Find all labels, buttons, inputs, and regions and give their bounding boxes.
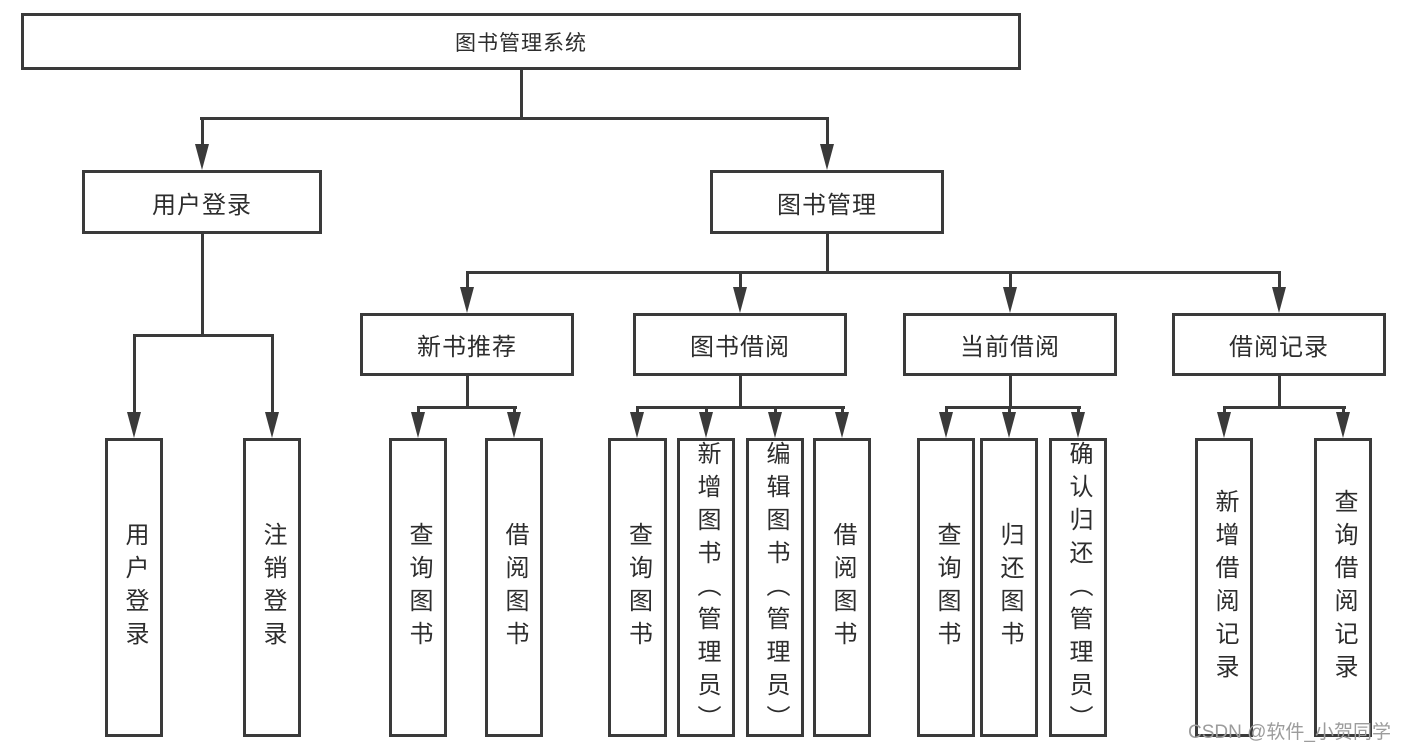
leaf-user-login: 用户登录: [105, 438, 163, 737]
arrow-down-icon: [127, 412, 141, 438]
connector-drop-leaf: [271, 334, 274, 414]
node-label: 图书管理系统: [455, 31, 587, 55]
arrow-down-icon: [630, 412, 644, 438]
connector-user-login-rail: [133, 334, 274, 337]
connector-drop-leaf: [636, 406, 639, 415]
connector-new-book-rail: [417, 406, 517, 409]
arrow-down-icon: [820, 144, 834, 170]
arrow-down-icon: [768, 412, 782, 438]
connector-drop-book-borrow: [739, 271, 742, 289]
node-label: 查询图书: [933, 521, 960, 654]
connector-drop-current-borrow: [1009, 271, 1012, 289]
leaf-add-borrow-record: 新增借阅记录: [1195, 438, 1253, 737]
leaf-edit-book-admin: 编辑图书（管理员）: [746, 438, 804, 738]
arrow-down-icon: [1071, 412, 1085, 438]
leaf-logout: 注销登录: [243, 438, 301, 737]
node-label: 新增图书（管理员）: [693, 441, 720, 738]
connector-drop-leaf: [133, 334, 136, 414]
node-new-book-recommend: 新书推荐: [360, 313, 574, 376]
arrow-down-icon: [733, 287, 747, 313]
connector-current-borrow-rail: [945, 406, 1081, 409]
connector-current-borrow-stem: [1009, 376, 1012, 408]
connector-drop-borrow-records: [1278, 271, 1281, 289]
arrow-down-icon: [265, 412, 279, 438]
leaf-borrow-books-recommend: 借阅图书: [485, 438, 543, 737]
watermark-text: CSDN @软件_小贺同学: [1188, 722, 1391, 743]
node-label: 查询图书: [624, 521, 652, 654]
arrow-down-icon: [1003, 287, 1017, 313]
node-label: 借阅图书: [501, 521, 528, 654]
connector-root-rail: [200, 117, 829, 120]
node-borrow-records: 借阅记录: [1172, 313, 1386, 376]
connector-drop-leaf: [841, 406, 844, 415]
connector-drop-leaf: [945, 406, 948, 415]
leaf-borrow-books: 借阅图书: [813, 438, 871, 737]
connector-book-borrow-rail: [636, 406, 845, 409]
arrow-down-icon: [460, 287, 474, 313]
arrow-down-icon: [411, 412, 425, 438]
node-label: 注销登录: [259, 521, 286, 654]
connector-book-management-stem: [826, 234, 829, 273]
connector-drop-leaf: [774, 406, 777, 415]
leaf-query-books-recommend: 查询图书: [389, 438, 447, 737]
connector-book-management-rail: [466, 271, 1281, 274]
connector-drop-leaf: [417, 406, 420, 415]
leaf-return-book: 归还图书: [980, 438, 1038, 737]
connector-new-book-stem: [466, 376, 469, 408]
node-label: 编辑图书（管理员）: [762, 441, 789, 738]
node-label: 用户登录: [121, 521, 148, 654]
leaf-add-book-admin: 新增图书（管理员）: [677, 438, 735, 738]
node-label: 查询图书: [405, 521, 432, 654]
node-label: 新增借阅记录: [1211, 488, 1238, 687]
node-book-management: 图书管理: [710, 170, 944, 234]
node-current-borrow: 当前借阅: [903, 313, 1117, 376]
leaf-query-books-borrow: 查询图书: [608, 438, 667, 737]
connector-drop-leaf: [1223, 406, 1226, 415]
connector-drop-new-book: [466, 271, 469, 289]
node-label: 确认归还（管理员）: [1065, 441, 1092, 738]
arrow-down-icon: [699, 412, 713, 438]
node-label: 查询借阅记录: [1330, 488, 1357, 687]
node-label: 新书推荐: [417, 334, 517, 361]
connector-drop-user-login: [201, 117, 204, 146]
node-label: 图书借阅: [690, 334, 790, 361]
node-root-library-system: 图书管理系统: [21, 13, 1021, 70]
connector-drop-leaf: [705, 406, 708, 415]
connector-root-stem: [520, 69, 523, 118]
arrow-down-icon: [1217, 412, 1231, 438]
node-label: 当前借阅: [960, 334, 1060, 361]
arrow-down-icon: [939, 412, 953, 438]
arrow-down-icon: [1272, 287, 1286, 313]
connector-drop-leaf: [1008, 406, 1011, 415]
connector-drop-leaf: [1342, 406, 1345, 415]
arrow-down-icon: [835, 412, 849, 438]
leaf-confirm-return-admin: 确认归还（管理员）: [1049, 438, 1107, 738]
connector-user-login-stem: [201, 234, 204, 336]
connector-drop-leaf: [513, 406, 516, 415]
node-book-borrow: 图书借阅: [633, 313, 847, 376]
node-label: 借阅记录: [1229, 334, 1329, 361]
leaf-query-borrow-record: 查询借阅记录: [1314, 438, 1372, 737]
connector-borrow-records-rail: [1223, 406, 1346, 409]
arrow-down-icon: [507, 412, 521, 438]
node-label: 归还图书: [996, 521, 1023, 654]
node-label: 用户登录: [152, 191, 252, 219]
arrow-down-icon: [1002, 412, 1016, 438]
connector-drop-book-management: [826, 117, 829, 146]
node-label: 借阅图书: [829, 521, 856, 654]
connector-borrow-records-stem: [1278, 376, 1281, 408]
connector-book-borrow-stem: [739, 376, 742, 408]
node-label: 图书管理: [777, 191, 877, 219]
node-user-login: 用户登录: [82, 170, 322, 234]
arrow-down-icon: [195, 144, 209, 170]
leaf-query-books-current: 查询图书: [917, 438, 975, 737]
connector-drop-leaf: [1077, 406, 1080, 415]
arrow-down-icon: [1336, 412, 1350, 438]
